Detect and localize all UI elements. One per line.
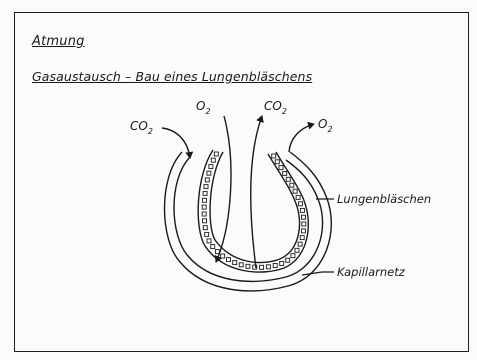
alveolus-walls — [165, 150, 332, 291]
capillary-cell — [227, 258, 231, 262]
co2-label-right: CO2 — [264, 99, 287, 116]
capillary-cell — [296, 195, 300, 199]
capillary-cell — [211, 245, 215, 249]
capillary-cell — [298, 242, 302, 246]
co2-label-left: CO2 — [130, 119, 153, 136]
capillary-cell — [202, 205, 206, 209]
capillary-cell — [272, 154, 276, 158]
capillary-cell — [286, 258, 290, 262]
co2-in-arrow — [162, 128, 190, 158]
capillary-cell — [246, 264, 250, 268]
capillary-cell — [214, 152, 218, 156]
capillary-cell — [299, 202, 303, 206]
capillary-cell — [273, 264, 277, 268]
capillary-cell — [204, 185, 208, 189]
capillary-cell — [300, 208, 304, 212]
o2-label-right: O2 — [318, 117, 333, 134]
capillary-cell — [266, 265, 270, 269]
capillary-cell — [295, 248, 299, 252]
outer-wall-inner — [174, 157, 323, 281]
capillary-cell — [239, 263, 243, 267]
alveolus-callout: Lungenbläschen — [337, 192, 431, 206]
capillary-cell — [291, 254, 295, 258]
capillary-cell — [290, 183, 294, 187]
capillary-cell — [233, 261, 237, 265]
outer-wall-outer — [165, 152, 332, 291]
capillary-cell — [283, 171, 287, 175]
capillary-cell — [215, 250, 219, 254]
capillary-cell — [205, 178, 209, 182]
capillary-cell — [205, 232, 209, 236]
capillary-cell — [209, 165, 213, 169]
capillary-cell — [221, 254, 225, 258]
o2-label-left: O2 — [196, 99, 211, 116]
capillary-cell — [203, 198, 207, 202]
capillary-callout: Kapillarnetz — [337, 265, 406, 279]
capillary-cell — [301, 229, 305, 233]
capillary-leader — [302, 272, 334, 275]
o2-out-arrow — [289, 124, 314, 152]
capillary-cell — [203, 191, 207, 195]
capillary-cell — [279, 166, 283, 170]
o2-in-arrow — [216, 116, 231, 262]
capillary-cell — [260, 265, 264, 269]
gas-labels: CO2 O2 CO2 O2 — [130, 99, 333, 136]
capillary-cell — [203, 226, 207, 230]
capillary-cell — [203, 219, 207, 223]
capillary-cell — [286, 177, 290, 181]
capillary-cell — [280, 262, 284, 266]
capillary-cell — [302, 222, 306, 226]
capillary-cell — [302, 215, 306, 219]
capillary-cell — [211, 158, 215, 162]
capillary-cell — [207, 171, 211, 175]
capillary-cell — [293, 189, 297, 193]
capillary-cell — [300, 236, 304, 240]
capillary-cell — [275, 160, 279, 164]
co2-out-arrow — [251, 116, 262, 268]
capillary-cell — [207, 239, 211, 243]
capillary-cell — [202, 212, 206, 216]
